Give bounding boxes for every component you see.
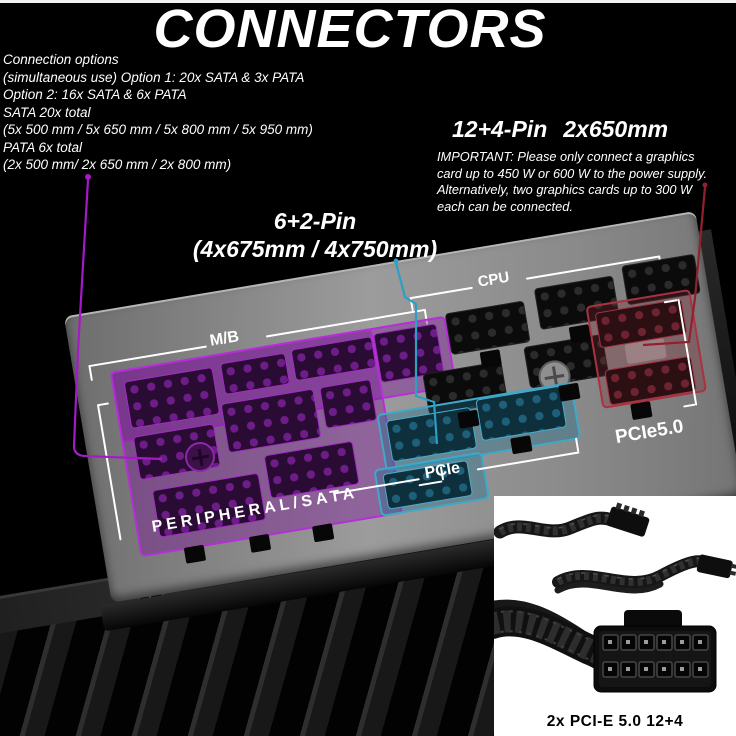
cable-12plus4-b [552, 554, 736, 594]
pin6-2-lengths: (4x675mm / 4x750mm) [192, 236, 438, 262]
peripheral-bracket-hook [96, 402, 110, 407]
text-line: PATA 6x total [3, 139, 83, 155]
panel-tab [558, 382, 581, 402]
top-border [0, 0, 736, 3]
pin6-2-heading: 6+2-Pin (4x675mm / 4x750mm) [160, 207, 470, 263]
text-line: each can be connected. [437, 198, 573, 214]
pcie5-bracket-hook [683, 403, 696, 408]
cpu-connector [444, 300, 531, 356]
panel-tab [311, 523, 335, 543]
pcie5-label: PCIe5.0 [613, 416, 685, 449]
cpu-bracket-hook [409, 296, 414, 312]
pin12-4-name: 12+4-Pin [452, 116, 548, 142]
panel-tab [568, 324, 592, 344]
text-line: SATA 20x total [3, 104, 91, 120]
panel-tab [479, 349, 502, 369]
page-title: CONNECTORS [153, 0, 547, 59]
cable-12plus4-a [493, 502, 650, 539]
pin12-4-note: IMPORTANT: Please only connect a graphic… [437, 149, 707, 215]
panel-tab [457, 409, 480, 429]
cpu-label: CPU [476, 268, 511, 291]
connector-12plus4-closeup [477, 599, 717, 693]
text-line: (2x 500 mm/ 2x 650 mm / 2x 800 mm) [3, 157, 232, 172]
pcie-bracket-hook [574, 437, 580, 452]
purple-callout-dot [85, 174, 91, 180]
text-line: (5x 500 mm / 5x 650 mm / 5x 800 mm / 5x … [3, 122, 313, 137]
connection-options-text: Connection options (simultaneous use) Op… [3, 51, 313, 174]
panel-tab [248, 533, 272, 553]
mb-label: M/B [208, 328, 241, 350]
text-line: Connection options [3, 52, 119, 67]
text-line: IMPORTANT: Please only connect a graphic… [437, 149, 695, 164]
panel-tab [183, 544, 207, 564]
pcie-bracket-line [476, 451, 580, 471]
pin12-4-heading: 12+4-Pin 2x650mm [452, 116, 668, 143]
pin6-2-name: 6+2-Pin [273, 208, 357, 234]
inset-caption: 2x PCI-E 5.0 12+4 [546, 713, 684, 730]
mb-connector [319, 378, 378, 429]
cpu-bracket-line [409, 286, 473, 300]
mb-bracket-hook [88, 364, 93, 382]
text-line: (simultaneous use) Option 1: 20x SATA & … [3, 69, 305, 85]
panel-tab [510, 435, 533, 455]
panel-tab [630, 401, 653, 421]
cable-inset: 2x PCI-E 5.0 12+4 [477, 496, 736, 736]
text-line: card up to 450 W or 600 W to the power s… [437, 165, 708, 181]
pin12-4-length: 2x650mm [563, 116, 669, 142]
text-line: Alternatively, two graphics cards up to … [437, 182, 693, 197]
cable-illustration [477, 502, 736, 693]
text-line: Option 2: 16x SATA & 6x PATA [3, 87, 187, 102]
